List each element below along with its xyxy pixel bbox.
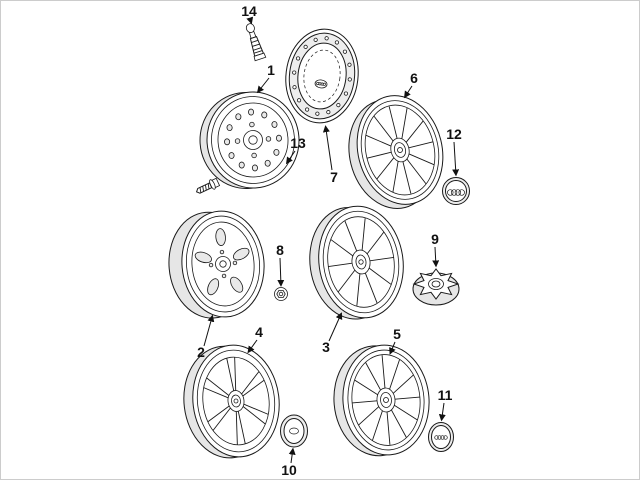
hub	[390, 137, 410, 163]
leader-line-5	[389, 341, 396, 355]
steel-wheel-part-1	[199, 91, 300, 189]
callout-10-label: 10	[281, 462, 297, 478]
valve-stem-part-14	[245, 23, 267, 62]
spokes	[365, 106, 435, 194]
trim-holes	[194, 228, 250, 296]
vent-holes	[224, 108, 282, 172]
leader-line-3	[328, 312, 343, 342]
leader-line-1	[256, 77, 270, 94]
center-cap-part-10	[280, 414, 308, 448]
leader-line-7	[322, 125, 333, 171]
callout-11-label: 11	[438, 387, 453, 403]
rings-logo	[447, 189, 465, 196]
callout-labels: 14 1 7 6 12 13 2 8 3 9 4 10 5 11	[197, 3, 462, 478]
leader-line-12	[452, 141, 460, 177]
leader-line-10	[288, 447, 296, 464]
hub	[351, 249, 371, 275]
wheel-cover-part-7	[285, 28, 359, 124]
rings-logo	[434, 435, 448, 440]
spokes	[203, 357, 269, 445]
callout-8-label: 8	[276, 242, 284, 258]
callout-5-label: 5	[393, 326, 401, 342]
wheel-bolt-part-13	[195, 177, 221, 194]
cover-logo	[314, 79, 328, 89]
callout-1-label: 1	[267, 62, 275, 78]
callout-3-label: 3	[322, 339, 330, 355]
callout-4-label: 4	[255, 324, 263, 340]
leader-line-4	[247, 339, 258, 354]
alloy-wheel-part-5	[333, 344, 430, 457]
center-cap-part-9	[412, 268, 460, 306]
hub	[234, 121, 272, 159]
center-cap-part-12	[442, 177, 470, 205]
alloy-wheel-part-3	[309, 205, 404, 320]
leader-lines	[203, 16, 460, 464]
cover-hole-ring	[292, 36, 352, 116]
leader-line-6	[404, 85, 413, 99]
alloy-wheel-part-4	[183, 344, 280, 459]
callout-13-label: 13	[290, 135, 306, 151]
center-cap-part-11	[428, 422, 454, 452]
hub	[227, 390, 245, 412]
callout-14-label: 14	[241, 3, 257, 19]
steel-wheel-part-2	[168, 210, 265, 319]
spokes	[328, 218, 394, 306]
callout-7-label: 7	[330, 169, 338, 185]
hub	[376, 387, 396, 413]
alloy-wheel-part-6	[348, 95, 444, 209]
callout-6-label: 6	[410, 70, 418, 86]
callout-12-label: 12	[446, 126, 462, 142]
leader-line-11	[438, 402, 446, 422]
leader-line-14	[246, 16, 254, 25]
lug-nut-part-8	[274, 287, 288, 301]
leader-line-8	[277, 257, 285, 287]
leader-line-13	[286, 150, 296, 165]
leader-line-9	[432, 246, 440, 268]
leader-line-2	[203, 314, 215, 347]
callout-2-label: 2	[197, 344, 205, 360]
hub	[208, 249, 238, 279]
callout-9-label: 9	[431, 231, 439, 247]
spokes	[352, 355, 420, 445]
